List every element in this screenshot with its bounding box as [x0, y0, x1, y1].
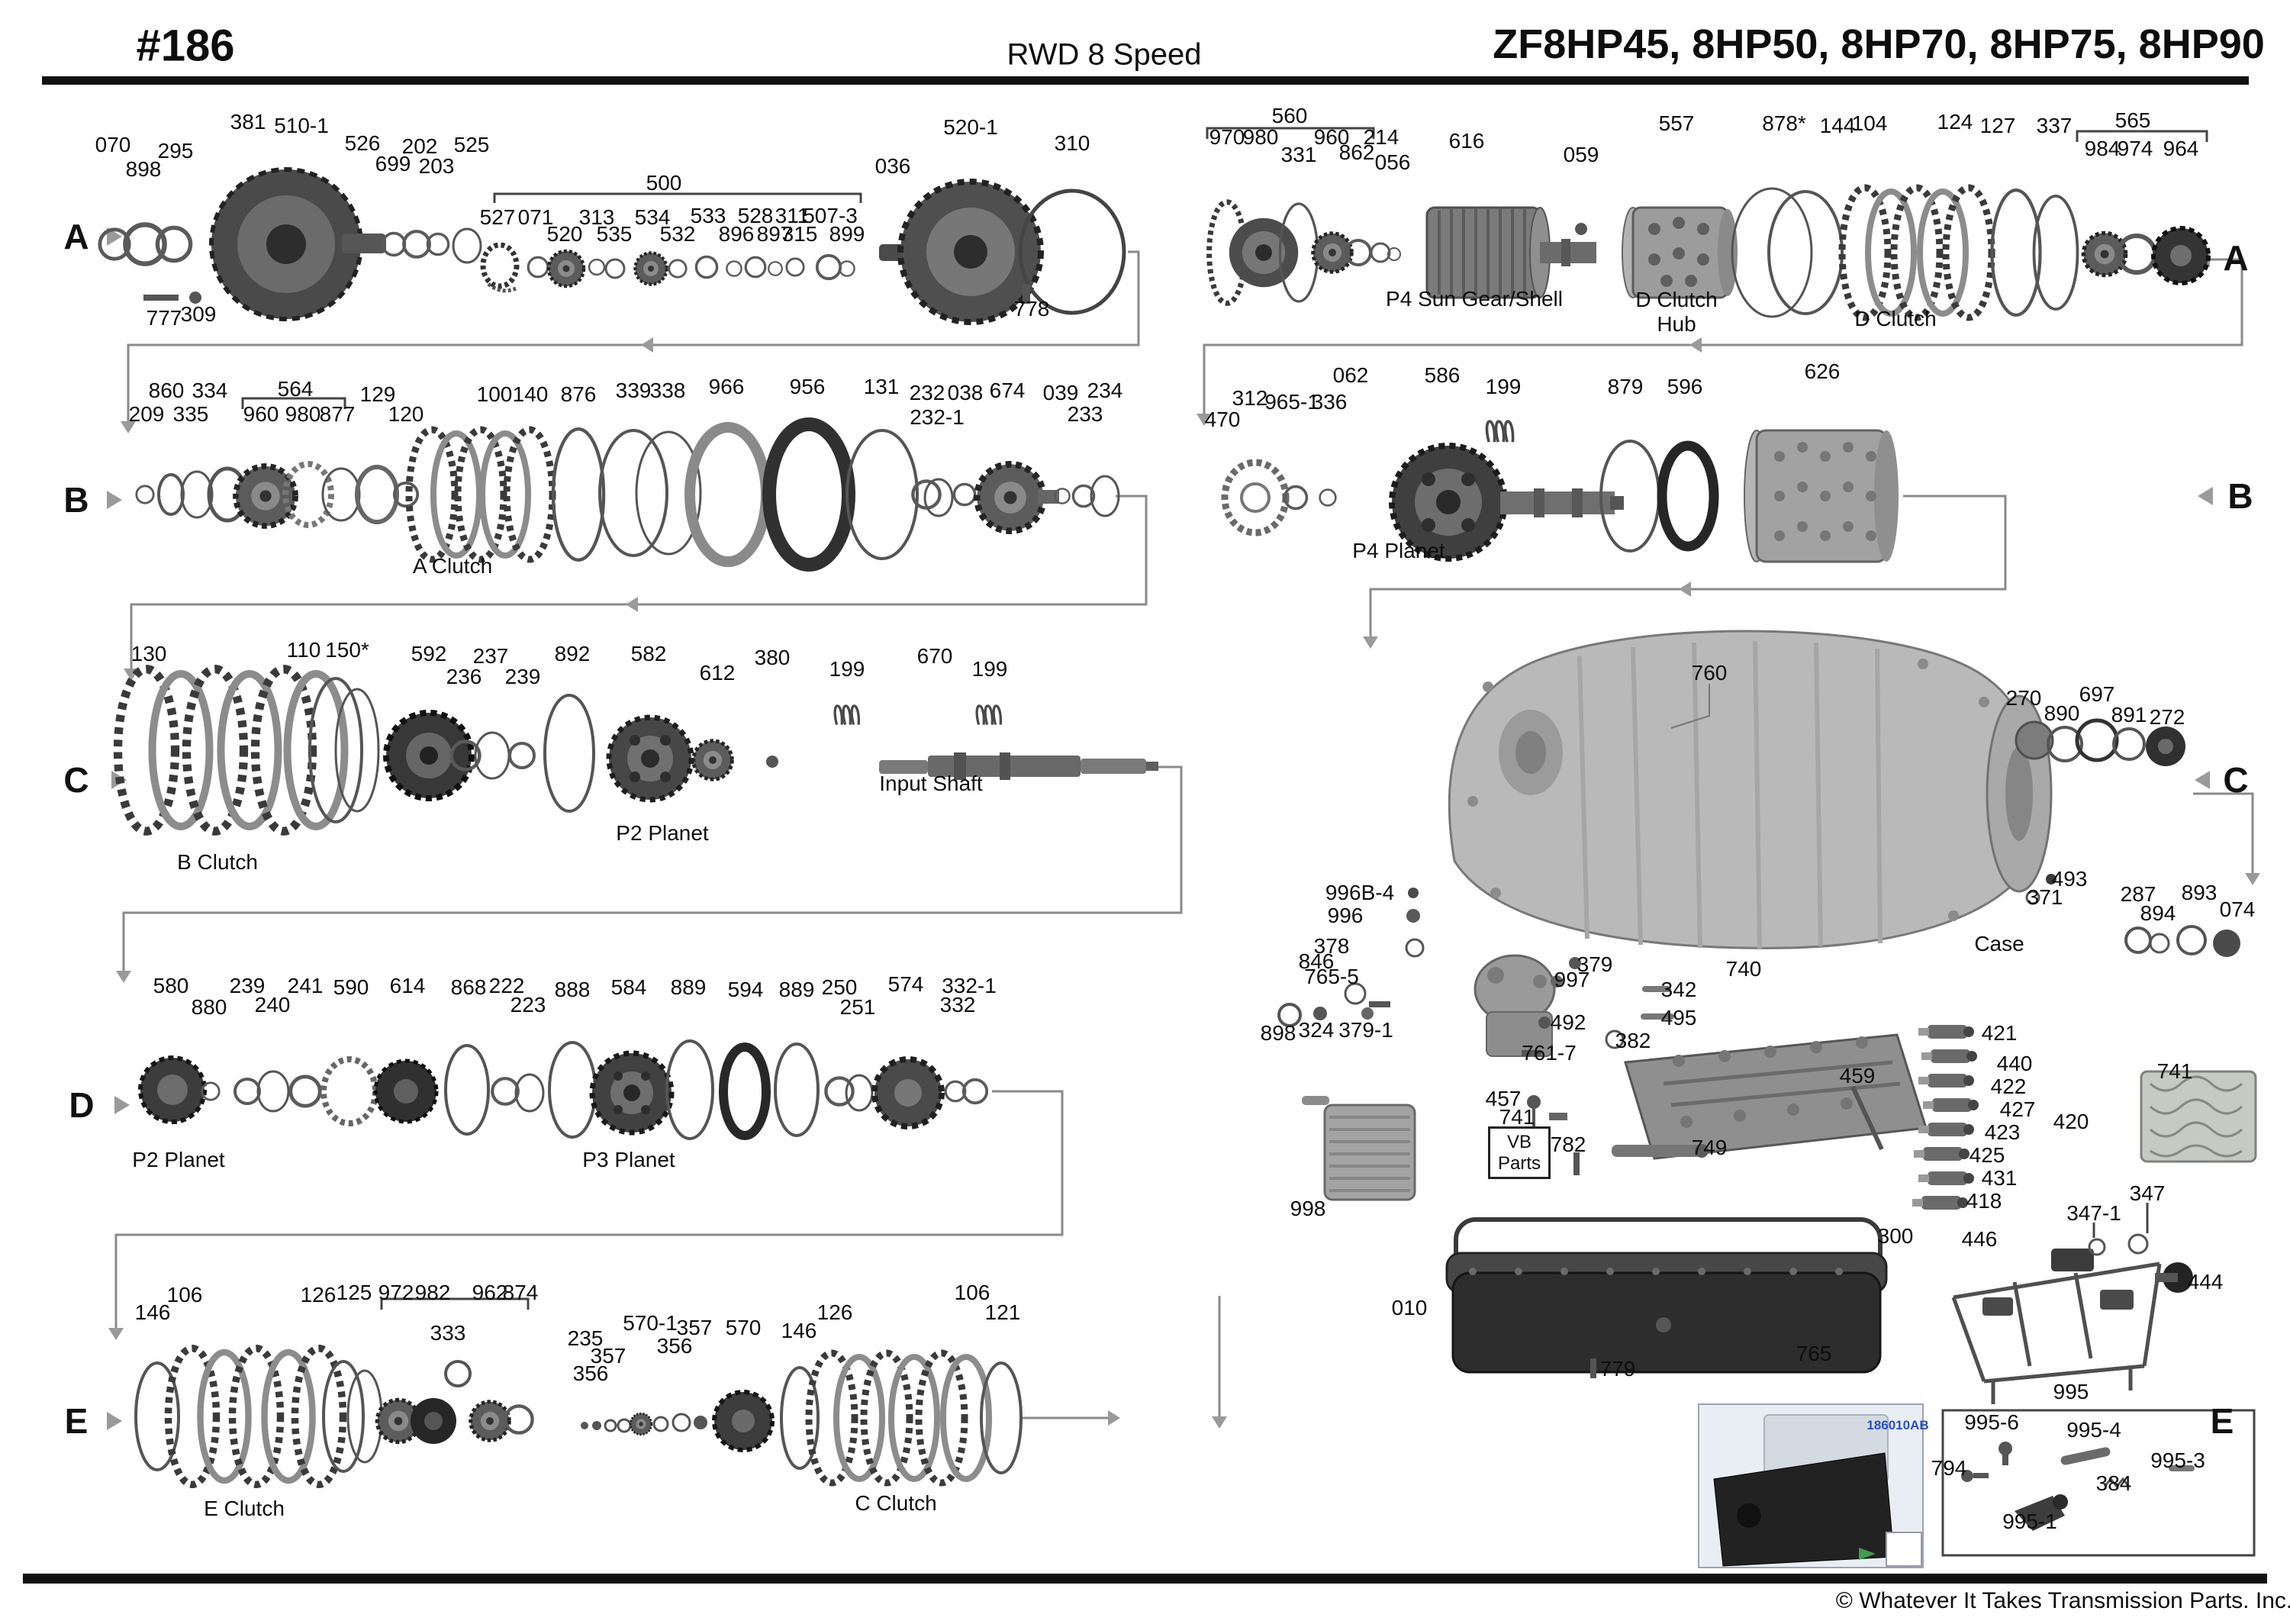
row-c-right-small-parts	[2015, 718, 2240, 957]
page-title: ZF8HP45, 8HP50, 8HP70, 8HP75, 8HP90	[1493, 21, 2265, 67]
group-brackets	[241, 127, 2208, 1310]
row-b-left-parts	[135, 417, 1120, 572]
flow-lines	[114, 250, 2254, 1419]
vb-parts-line1: VB	[1506, 1132, 1531, 1152]
header-rule	[42, 76, 2249, 85]
footer-rule	[23, 1574, 2267, 1584]
row-b-right-parts	[1221, 420, 1899, 563]
vb-parts-box: VB Parts	[1488, 1126, 1551, 1180]
row-d-parts	[138, 1039, 989, 1140]
row-c-left-parts	[118, 669, 1158, 832]
case-drawing	[1448, 630, 2053, 949]
copyright-text: © Whatever It Takes Transmission Parts. …	[1835, 1588, 2290, 1613]
pan-and-bottom	[1445, 1217, 2256, 1568]
vb-parts-line2: Parts	[1497, 1152, 1541, 1174]
page-subtitle: RWD 8 Speed	[1007, 37, 1202, 72]
row-e-parts	[134, 1348, 1023, 1485]
page-number: #186	[136, 21, 235, 71]
row-a-right-parts	[1209, 188, 2211, 317]
row-a-left-parts	[100, 167, 1126, 325]
pump-and-valvebody	[1277, 888, 2257, 1210]
